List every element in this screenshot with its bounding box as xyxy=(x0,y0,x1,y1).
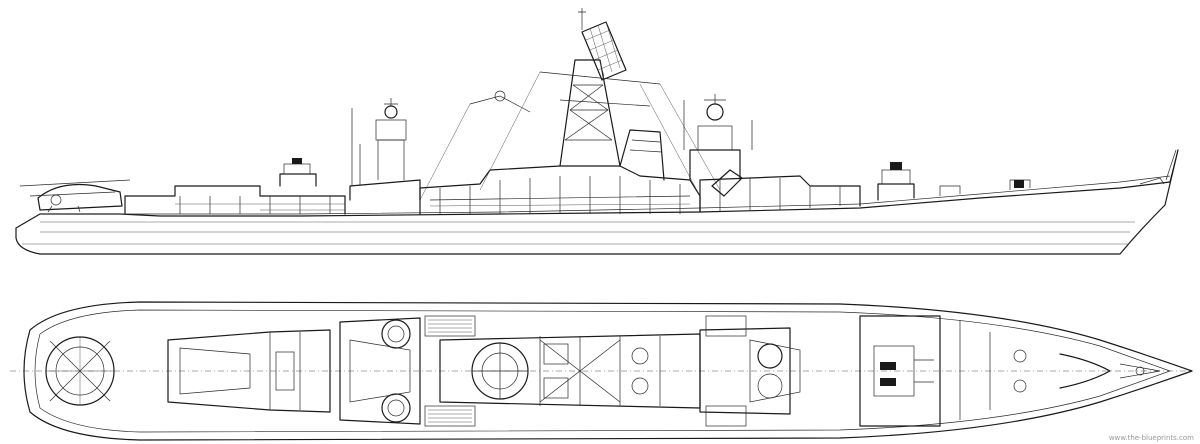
missile-cells-aft xyxy=(424,315,476,427)
forward-launcher xyxy=(877,162,915,201)
central-radar-plan xyxy=(471,342,529,400)
watermark: www.the-blueprints.com xyxy=(1108,434,1194,442)
main-mast xyxy=(419,8,721,201)
funnel xyxy=(619,129,665,181)
aft-mast xyxy=(349,98,421,201)
hull-plan xyxy=(23,301,1193,441)
planar-radar xyxy=(581,21,627,81)
hull-profile xyxy=(15,149,1179,255)
helipad xyxy=(45,336,115,406)
helicopter xyxy=(19,179,131,213)
aft-launcher xyxy=(279,158,317,187)
forward-launcher-plan xyxy=(859,315,941,427)
side-profile-view xyxy=(15,8,1179,255)
forward-director xyxy=(683,94,753,181)
top-plan-view xyxy=(10,301,1193,441)
